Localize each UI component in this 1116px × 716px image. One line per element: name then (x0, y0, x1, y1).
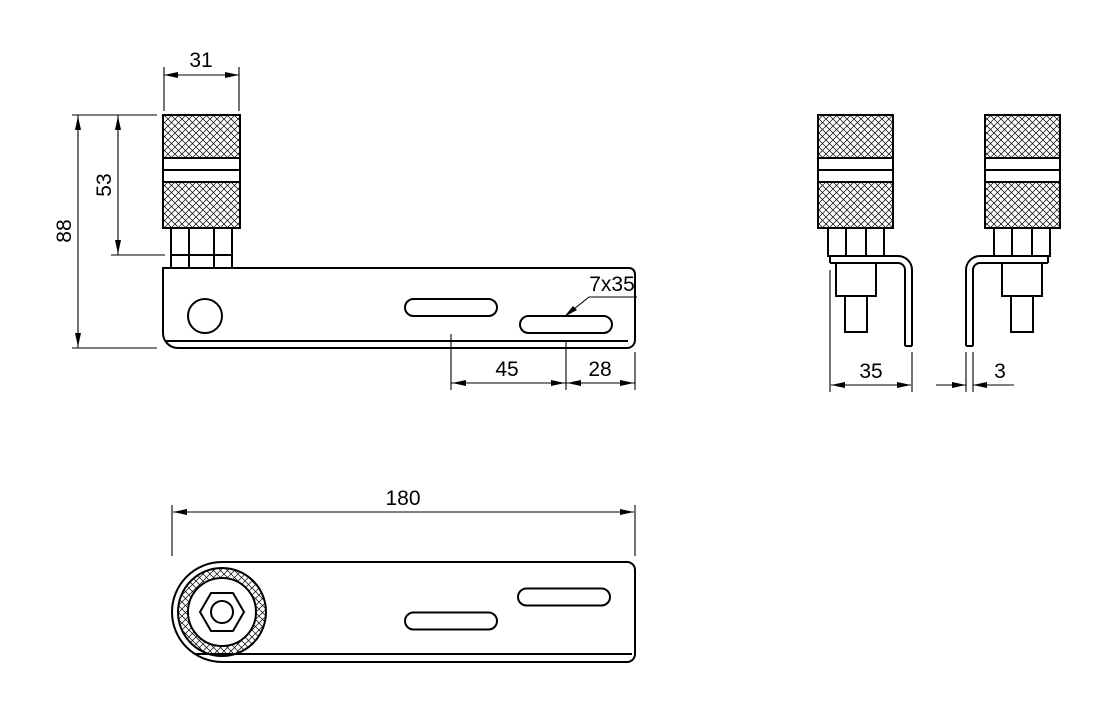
plate-profile-right (965, 255, 1049, 347)
knob-end-right (984, 114, 1061, 229)
nut-end-right (993, 227, 1051, 257)
slot-right-top (517, 587, 611, 607)
dimension-plate-thickness: 3 (936, 352, 1014, 392)
dimension-bracket-length: 180 (171, 487, 636, 556)
stem-left (844, 295, 868, 333)
slot-right-side (519, 315, 613, 334)
dimension-slot-spacing: 45 28 (450, 334, 636, 390)
dimension-knob-width: 31 (163, 49, 240, 111)
view-end-left (817, 114, 913, 347)
dim-label-overall-height: 88 (53, 219, 76, 242)
mount-hole-side (187, 298, 223, 334)
dim-label-slot-callout: 7x35 (589, 273, 635, 296)
slot-left-top (404, 611, 498, 631)
knob-end-left (817, 114, 894, 229)
dim-label-bracket-depth: 35 (859, 360, 882, 383)
stem-circle-top (210, 600, 234, 624)
view-side (162, 114, 636, 349)
dim-label-plate-thickness: 3 (994, 360, 1006, 383)
bracket-outline-top (171, 561, 636, 663)
dim-label-bracket-length: 180 (385, 487, 420, 510)
nut-side (170, 227, 233, 269)
lower-nut-right (1001, 262, 1043, 297)
view-top (171, 561, 636, 663)
bracket-outline-side (162, 267, 636, 349)
dim-label-knob-width: 31 (189, 49, 212, 72)
stem-right (1010, 295, 1034, 333)
dimension-overall-height: 88 (53, 115, 157, 349)
lower-nut-left (835, 262, 877, 297)
slot-left-side (404, 298, 498, 317)
nut-end-left (827, 227, 885, 257)
view-end-right (965, 114, 1061, 347)
dimension-bracket-depth: 35 (829, 270, 913, 392)
callout-slot-size: 7x35 (563, 273, 637, 318)
dimension-knob-height: 53 (72, 114, 165, 256)
plate-profile-left (829, 255, 913, 347)
dim-label-knob-height: 53 (93, 173, 116, 196)
knob-side (162, 114, 241, 229)
dim-label-slot-spacing: 45 (495, 358, 518, 381)
dim-label-slot-to-end: 28 (588, 358, 611, 381)
